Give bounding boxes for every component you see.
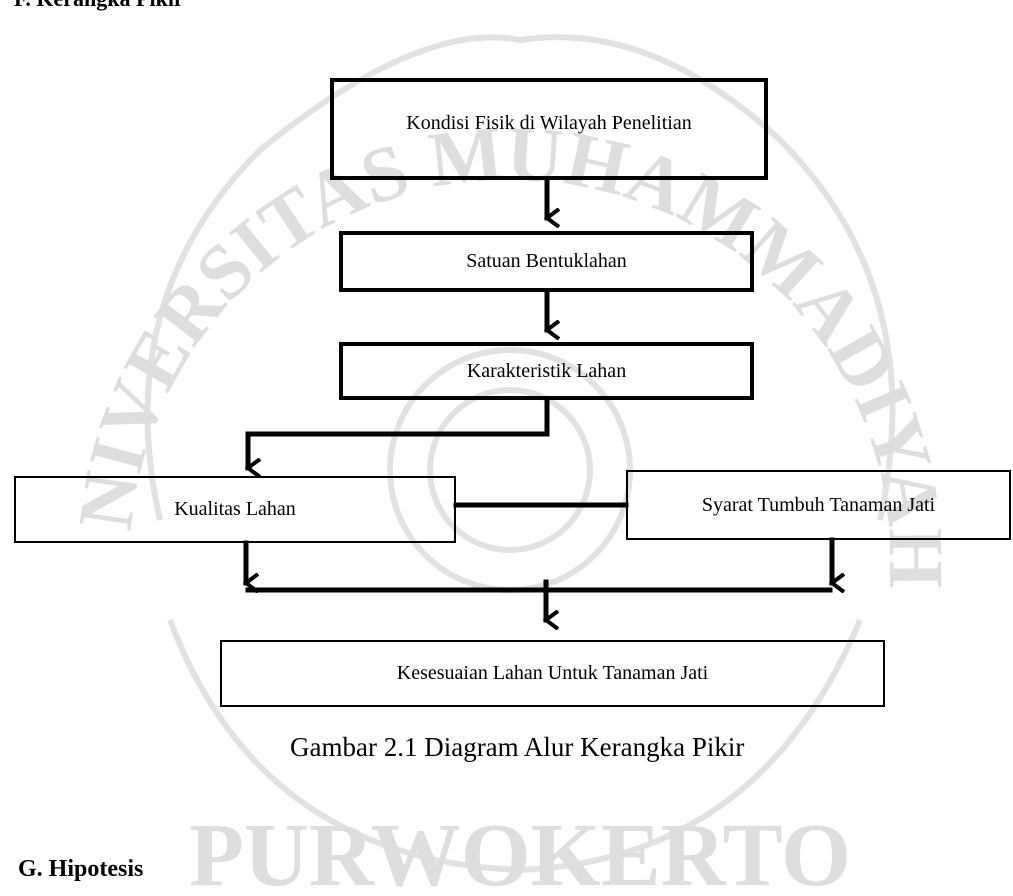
node-kesesuaian-lahan: Kesesuaian Lahan Untuk Tanaman Jati <box>220 640 885 707</box>
node-karakteristik-lahan: Karakteristik Lahan <box>339 342 754 400</box>
section-heading-hipotesis: G. Hipotesis <box>18 856 144 882</box>
node-karakteristik-lahan-label: Karakteristik Lahan <box>466 359 627 382</box>
node-kualitas-lahan-label: Kualitas Lahan <box>174 498 296 520</box>
node-kualitas-lahan: Kualitas Lahan <box>14 476 456 543</box>
node-satuan-bentuklahan-label: Satuan Bentuklahan <box>466 250 627 272</box>
node-syarat-tumbuh-label: Syarat Tumbuh Tanaman Jati <box>701 493 936 516</box>
node-kondisi-fisik-label: Kondisi Fisik di Wilayah Penelitian <box>406 112 692 134</box>
cut-off-section-heading: F. Kerangka Pikir <box>14 0 184 12</box>
node-satuan-bentuklahan: Satuan Bentuklahan <box>339 231 754 292</box>
figure-caption: Gambar 2.1 Diagram Alur Kerangka Pikir <box>290 732 745 762</box>
node-kesesuaian-lahan-label: Kesesuaian Lahan Untuk Tanaman Jati <box>396 662 709 684</box>
edge-karakteristik-kualitas <box>248 397 550 468</box>
node-kondisi-fisik: Kondisi Fisik di Wilayah Penelitian <box>330 78 768 180</box>
node-syarat-tumbuh: Syarat Tumbuh Tanaman Jati <box>626 470 1011 540</box>
